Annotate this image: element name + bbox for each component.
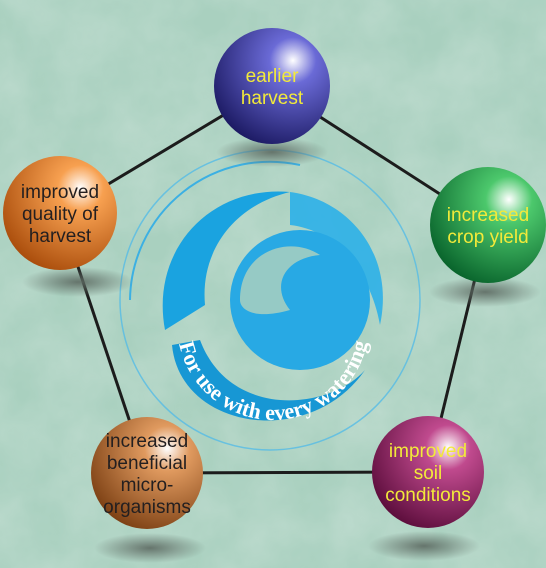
label-bottom-right-line-0: improved xyxy=(389,441,467,462)
sphere-right xyxy=(430,167,546,283)
shadow-left xyxy=(22,267,134,297)
sphere-bottom-right xyxy=(372,416,484,528)
label-right-line-1: crop yield xyxy=(447,227,528,248)
label-top-line-1: harvest xyxy=(241,88,304,109)
label-left-line-1: quality of xyxy=(22,204,99,225)
label-top-line-0: earlier xyxy=(246,66,299,87)
shadow-right xyxy=(429,277,541,307)
sphere-bottom-left xyxy=(91,417,203,529)
node-shadows xyxy=(22,137,541,563)
label-bottom-left-line-2: micro- xyxy=(121,475,174,496)
swirl-core-cutout xyxy=(240,246,320,315)
sphere-top xyxy=(214,28,330,144)
sphere-left xyxy=(3,156,117,270)
label-bottom-left-line-0: increased xyxy=(106,431,188,452)
label-left-line-0: improved xyxy=(21,182,99,203)
shadow-bottom-right xyxy=(368,531,480,561)
label-bottom-left-line-3: organisms xyxy=(103,497,191,518)
shadow-top xyxy=(216,137,328,167)
label-right-line-0: increased xyxy=(447,205,529,226)
label-bottom-left-line-1: beneficial xyxy=(107,453,187,474)
swirl-arm-lower xyxy=(172,340,365,421)
label-left-line-2: harvest xyxy=(29,226,92,247)
swirl-arm-outer xyxy=(162,191,290,330)
swirl-arm-upper xyxy=(290,192,383,325)
label-bottom-right-line-2: conditions xyxy=(385,485,471,506)
shadow-bottom-left xyxy=(94,533,206,563)
label-bottom-right-line-1: soil xyxy=(414,463,443,484)
